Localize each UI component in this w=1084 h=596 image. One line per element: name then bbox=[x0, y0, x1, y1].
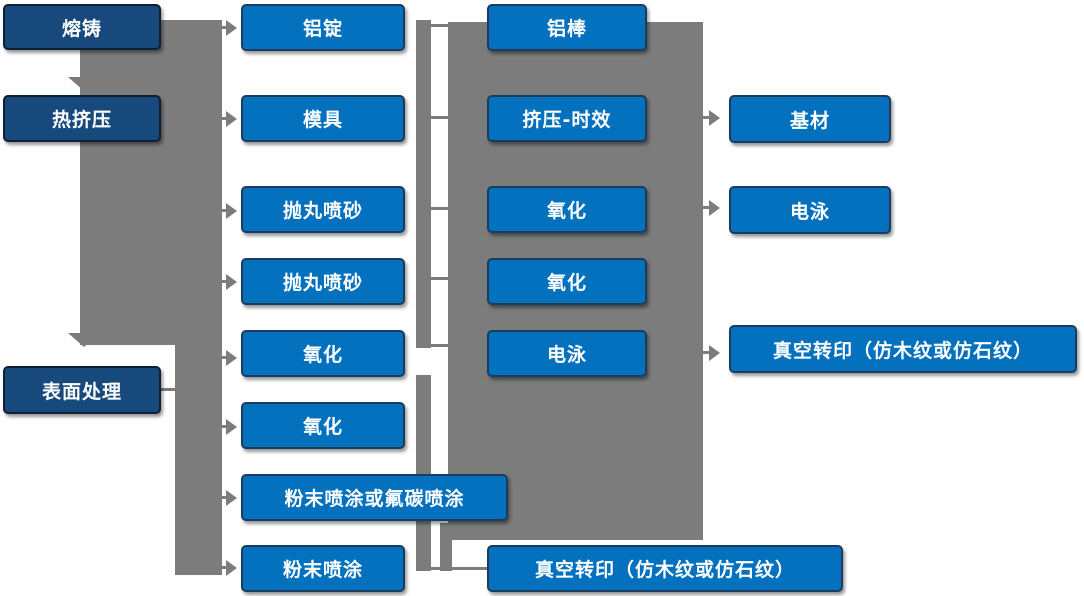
node-paowan-pensha-2: 抛丸喷砂 bbox=[241, 258, 405, 305]
node-fenmo-or-futan: 粉末喷涂或氟碳喷涂 bbox=[241, 474, 508, 521]
connector-collector-upper bbox=[416, 20, 431, 348]
node-luding: 铝锭 bbox=[241, 4, 405, 51]
arrow-right-fenmo-icon bbox=[216, 560, 237, 576]
node-jicai: 基材 bbox=[729, 95, 891, 143]
arrow-right-fenmofutan-icon bbox=[216, 490, 237, 506]
link-bottom-zhenkong bbox=[430, 567, 487, 570]
node-muju: 模具 bbox=[241, 95, 405, 142]
arrow-right-yanghua2-icon bbox=[216, 419, 237, 435]
node-paowan-pensha-1: 抛丸喷砂 bbox=[241, 186, 405, 233]
node-rejiya: 热挤压 bbox=[3, 95, 161, 142]
node-yanghua-1: 氧化 bbox=[241, 330, 405, 377]
connector-block-bottom-leg bbox=[440, 523, 452, 571]
arrow-right-zhenkong-icon bbox=[699, 345, 720, 361]
node-yanghua-2: 氧化 bbox=[241, 402, 405, 449]
connector-collector-lower bbox=[416, 375, 431, 571]
arrow-down-rejiya-icon bbox=[68, 77, 100, 91]
node-rongzhu: 熔铸 bbox=[3, 4, 161, 50]
link-luding-block bbox=[431, 24, 449, 27]
node-jiya-shixiao: 挤压-时效 bbox=[487, 95, 647, 142]
arrow-right-jicai-icon bbox=[699, 110, 720, 126]
connector-surface-branch bbox=[175, 345, 222, 575]
node-biaomianchuli: 表面处理 bbox=[3, 366, 161, 414]
link-muju-block bbox=[431, 116, 449, 119]
node-zhenkong-bottom: 真空转印（仿木纹或仿石纹） bbox=[487, 545, 843, 592]
arrow-right-dianyong2-icon bbox=[699, 200, 720, 216]
node-yanghua-3: 氧化 bbox=[487, 186, 647, 233]
connector-trunk-left bbox=[80, 20, 222, 345]
node-zhenkong-right: 真空转印（仿木纹或仿石纹） bbox=[729, 325, 1077, 373]
node-yanghua-4: 氧化 bbox=[487, 258, 647, 305]
arrow-right-paowan2-icon bbox=[216, 274, 237, 290]
arrow-down-biaomianchuli-icon bbox=[68, 333, 100, 347]
link-paowan2-block bbox=[431, 277, 449, 280]
arrow-right-luding-icon bbox=[216, 20, 237, 36]
node-lubang: 铝棒 bbox=[487, 4, 647, 51]
link-paowan1-block bbox=[431, 207, 449, 210]
node-dianyong-2: 电泳 bbox=[729, 186, 891, 234]
arrow-right-yanghua1-icon bbox=[216, 350, 237, 366]
node-fenmo: 粉末喷涂 bbox=[241, 545, 405, 592]
link-surface-branch bbox=[161, 388, 176, 391]
link-yanghua1-block bbox=[431, 344, 449, 347]
arrow-right-paowan1-icon bbox=[216, 203, 237, 219]
node-dianyong-1: 电泳 bbox=[487, 330, 647, 377]
arrow-right-muju-icon bbox=[216, 111, 237, 127]
